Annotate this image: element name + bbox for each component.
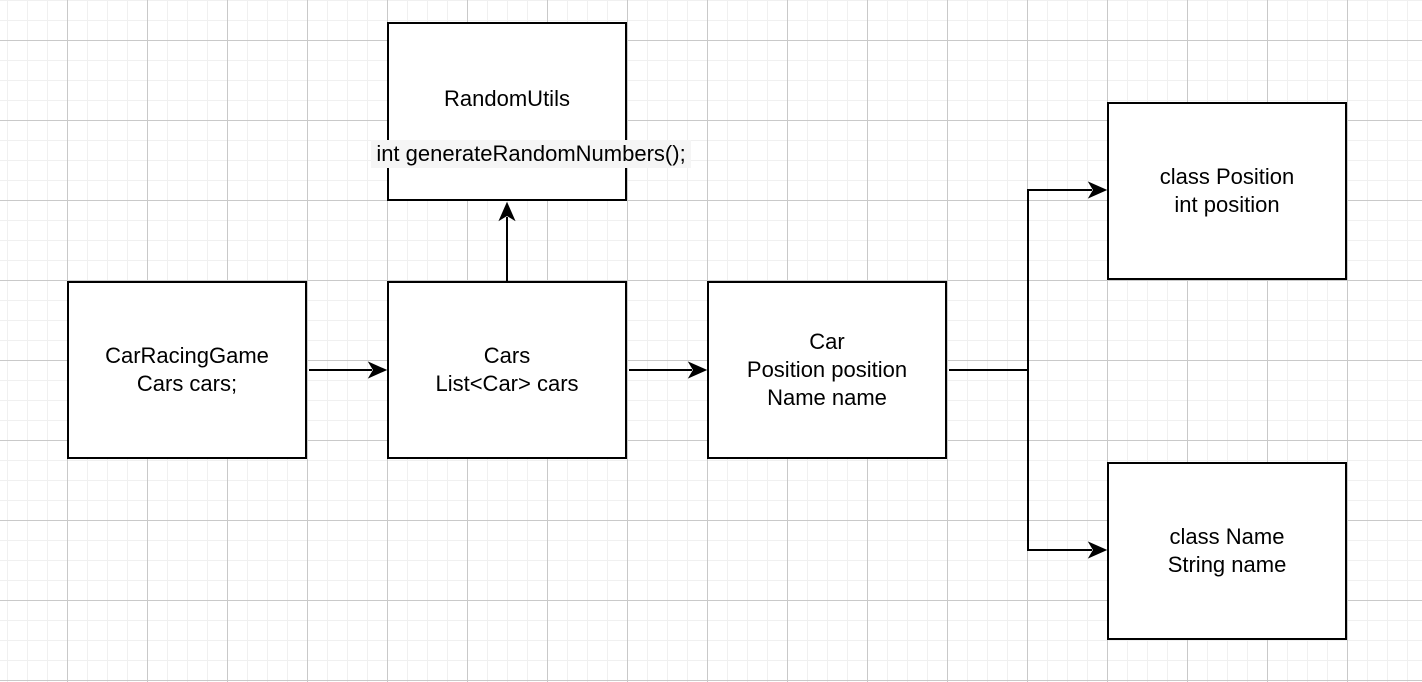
node-class-position[interactable]: class Position int position bbox=[1107, 102, 1347, 280]
node-label-line: Name name bbox=[767, 385, 887, 410]
node-label-line: int generateRandomNumbers(); bbox=[371, 140, 691, 168]
node-label-line: CarRacingGame bbox=[105, 343, 269, 368]
node-label-line: RandomUtils bbox=[444, 86, 570, 111]
node-label-line: Car bbox=[809, 329, 845, 354]
node-label-line: List<Car> cars bbox=[435, 371, 579, 396]
node-car[interactable]: Car Position position Name name bbox=[707, 281, 947, 459]
node-random-utils[interactable]: RandomUtils int generateRandomNumbers(); bbox=[371, 22, 691, 201]
edge-cars-to-car[interactable] bbox=[629, 361, 708, 379]
node-label-line: Cars cars; bbox=[136, 371, 238, 396]
node-label-line: String name bbox=[1167, 552, 1287, 577]
node-label-line: class Position bbox=[1159, 164, 1295, 189]
edge-car-to-classname[interactable] bbox=[1027, 369, 1108, 559]
node-class-name[interactable]: class Name String name bbox=[1107, 462, 1347, 640]
edge-car-to-classposition[interactable] bbox=[949, 181, 1108, 372]
edge-cars-to-randomutils[interactable] bbox=[498, 201, 516, 281]
node-label-line: Cars bbox=[483, 343, 531, 368]
node-car-racing-game[interactable]: CarRacingGame Cars cars; bbox=[67, 281, 307, 459]
edge-carracinggame-to-cars[interactable] bbox=[309, 361, 388, 379]
node-label-line: int position bbox=[1174, 192, 1280, 217]
node-label-line: Position position bbox=[746, 357, 908, 382]
node-cars[interactable]: Cars List<Car> cars bbox=[387, 281, 627, 459]
node-label-line: class Name bbox=[1169, 524, 1285, 549]
